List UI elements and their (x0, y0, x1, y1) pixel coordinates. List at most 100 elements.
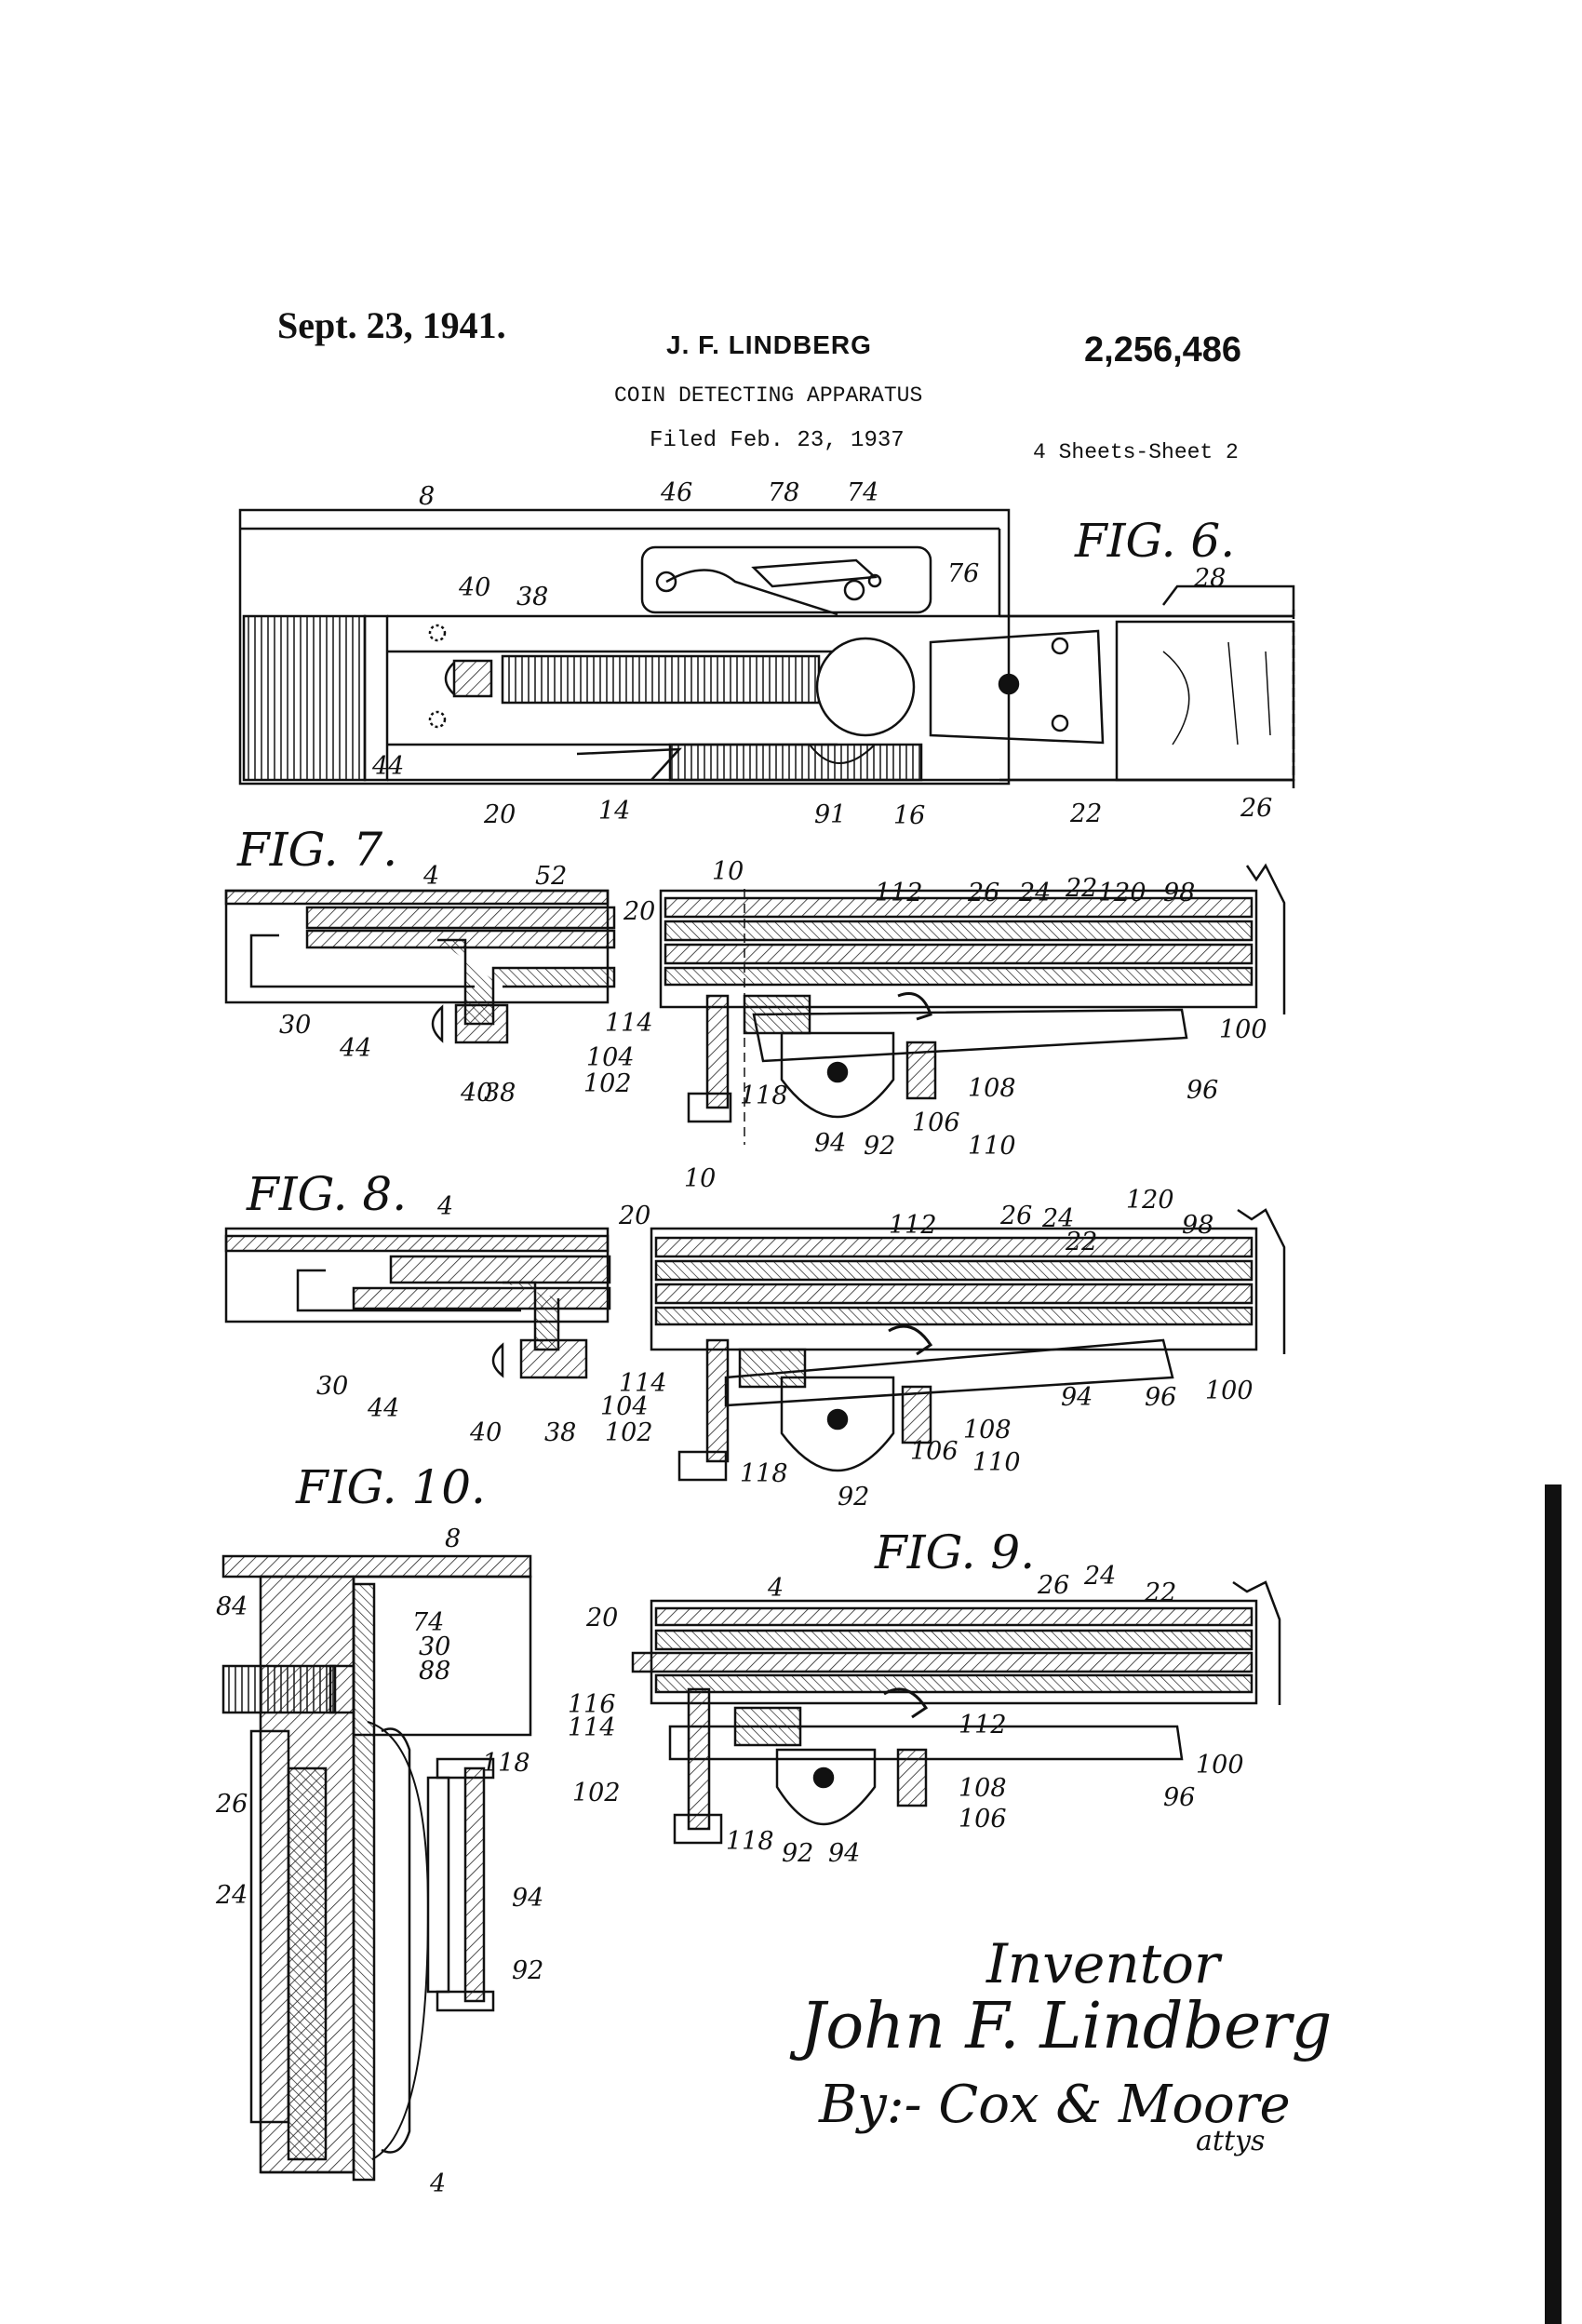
figure-7-refs: 4 52 20 10 112 26 24 22 120 98 30 44 40 … (279, 857, 1267, 1193)
reference-numeral: 26 (967, 879, 999, 907)
reference-numeral: 84 (216, 1592, 248, 1621)
reference-numeral: 120 (1098, 879, 1146, 907)
reference-numeral: 30 (316, 1372, 348, 1401)
figure-8-label: FIG. 8. (246, 1167, 407, 1221)
reference-numeral: 30 (279, 1011, 311, 1040)
reference-numeral: 14 (598, 797, 630, 826)
reference-numeral: 52 (535, 862, 567, 891)
reference-numeral: 88 (419, 1657, 450, 1686)
figure-6-label: FIG. 6. (1074, 514, 1235, 568)
reference-numeral: 26 (1240, 794, 1272, 823)
patent-number: 2,256,486 (1084, 330, 1242, 369)
reference-numeral: 112 (875, 879, 923, 907)
reference-numeral: 114 (619, 1369, 667, 1398)
sheet-number: 4 Sheets-Sheet 2 (1033, 440, 1239, 464)
reference-numeral: 108 (959, 1774, 1007, 1803)
reference-numeral: 20 (585, 1604, 618, 1632)
reference-numeral: 108 (968, 1074, 1016, 1103)
signature-block: Inventor John F. Lindberg By:- Cox & Moo… (789, 1932, 1332, 2157)
reference-numeral: 74 (847, 478, 878, 507)
reference-numeral: 106 (912, 1108, 960, 1137)
patent-title: COIN DETECTING APPARATUS (614, 383, 923, 408)
reference-numeral: 78 (768, 478, 799, 507)
reference-numeral: 94 (1061, 1383, 1093, 1412)
reference-numeral: 106 (959, 1805, 1007, 1834)
reference-numeral: 40 (469, 1418, 502, 1447)
reference-numeral: 118 (740, 1459, 788, 1488)
reference-numeral: 10 (712, 857, 744, 886)
figure-8-refs: 4 20 112 26 24 22 120 98 30 44 40 38 114… (316, 1186, 1254, 1511)
inventor-signature: John F. Lindberg (789, 1990, 1332, 2063)
reference-numeral: 4 (422, 862, 439, 891)
figure-6 (238, 508, 1295, 789)
reference-numeral: 118 (726, 1827, 774, 1856)
reference-numeral: 102 (583, 1069, 632, 1098)
reference-numeral: 28 (1193, 564, 1226, 593)
reference-numeral: 46 (660, 478, 692, 507)
reference-numeral: 38 (544, 1418, 576, 1447)
reference-numeral: 118 (482, 1749, 530, 1778)
inventor-name-header: J. F. LINDBERG (666, 330, 872, 359)
reference-numeral: 24 (1041, 1204, 1074, 1233)
reference-numeral: 91 (814, 800, 846, 829)
reference-numeral: 110 (972, 1448, 1021, 1477)
figure-9 (631, 1580, 1281, 1845)
reference-numeral: 118 (740, 1081, 788, 1110)
reference-numeral: 100 (1196, 1751, 1244, 1780)
reference-numeral: 74 (412, 1608, 444, 1637)
reference-numeral: 38 (484, 1079, 516, 1108)
scan-margin-bar (1545, 1484, 1562, 2324)
reference-numeral: 96 (1145, 1383, 1176, 1412)
reference-numeral: 100 (1205, 1377, 1254, 1405)
reference-numeral: 26 (999, 1202, 1032, 1230)
reference-numeral: 110 (968, 1132, 1016, 1161)
reference-numeral: 22 (1144, 1578, 1176, 1607)
reference-numeral: 4 (436, 1192, 453, 1221)
figure-8 (224, 1208, 1286, 1482)
reference-numeral: 112 (889, 1211, 937, 1240)
reference-numeral: 106 (910, 1437, 959, 1466)
reference-numeral: 100 (1219, 1015, 1267, 1044)
figure-10 (221, 1554, 532, 2182)
reference-numeral: 38 (516, 583, 548, 611)
reference-numeral: 20 (623, 897, 655, 926)
figure-10-label: FIG. 10. (295, 1460, 486, 1514)
reference-numeral: 10 (684, 1164, 716, 1193)
reference-numeral: 116 (568, 1690, 616, 1719)
attorneys-abbrev: attys (1196, 2125, 1265, 2157)
reference-numeral: 4 (429, 2170, 446, 2198)
reference-numeral: 120 (1126, 1186, 1174, 1215)
reference-numeral: 114 (568, 1713, 616, 1742)
reference-numeral: 24 (215, 1881, 248, 1910)
reference-numeral: 30 (419, 1632, 450, 1661)
reference-numeral: 98 (1182, 1211, 1213, 1240)
reference-numeral: 16 (893, 801, 925, 830)
reference-numeral: 102 (572, 1779, 621, 1807)
reference-numeral: 20 (483, 800, 516, 829)
reference-numeral: 92 (864, 1132, 895, 1161)
filed-date: Filed Feb. 23, 1937 (650, 428, 905, 453)
inventor-caption: Inventor (985, 1932, 1223, 1995)
reference-numeral: 108 (963, 1416, 1012, 1444)
reference-numeral: 94 (828, 1839, 860, 1868)
reference-numeral: 96 (1163, 1783, 1195, 1812)
reference-numeral: 94 (512, 1884, 543, 1913)
reference-numeral: 96 (1186, 1076, 1218, 1105)
reference-numeral: 102 (605, 1418, 653, 1447)
reference-numeral: 8 (445, 1525, 461, 1553)
reference-numeral: 40 (458, 573, 490, 602)
figure-9-refs: 4 26 24 22 20 116 114 112 102 118 92 94 … (568, 1562, 1244, 1868)
reference-numeral: 22 (1069, 799, 1102, 828)
reference-numeral: 104 (600, 1392, 649, 1421)
figure-7 (224, 863, 1286, 1145)
reference-numeral: 22 (1065, 1228, 1097, 1256)
reference-numeral: 104 (586, 1043, 635, 1072)
reference-numeral: 92 (512, 1956, 543, 1985)
reference-numeral: 114 (605, 1009, 653, 1038)
reference-numeral: 44 (371, 752, 404, 781)
reference-numeral: 24 (1083, 1562, 1116, 1591)
figure-10-refs: 8 84 74 30 88 118 26 24 94 92 4 (215, 1525, 543, 2198)
reference-numeral: 44 (367, 1394, 399, 1423)
reference-numeral: 92 (838, 1483, 869, 1511)
